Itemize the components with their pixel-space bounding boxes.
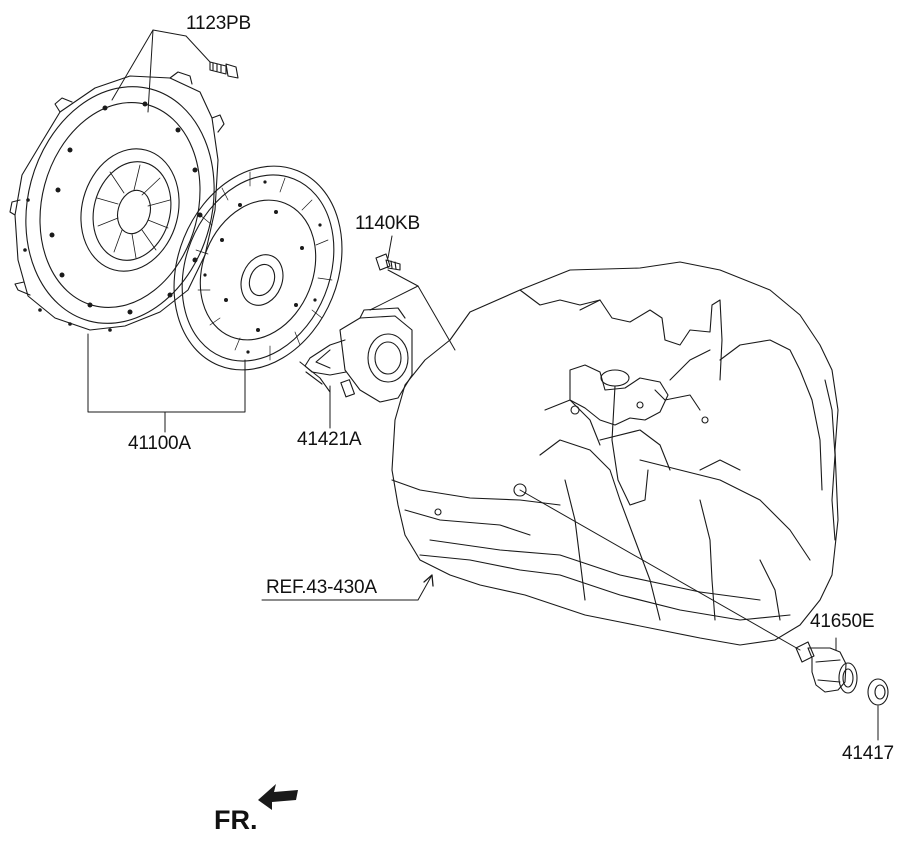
release-bearing xyxy=(299,307,413,403)
label-1123pb: 1123PB xyxy=(186,13,252,34)
label-41421a: 41421A xyxy=(297,429,362,450)
label-41417: 41417 xyxy=(842,743,894,764)
bolt-1140kb xyxy=(375,253,401,271)
clutch-disc xyxy=(173,165,343,371)
front-arrow-icon xyxy=(258,784,298,810)
label-front: FR. xyxy=(214,805,258,835)
label-41100a: 41100A xyxy=(128,433,191,454)
pressure-plate xyxy=(9,71,225,332)
bolt-1123pb xyxy=(209,61,239,79)
gasket xyxy=(867,678,889,706)
label-41650e: 41650E xyxy=(810,611,875,632)
label-1140kb: 1140KB xyxy=(355,213,421,234)
clutch-switch xyxy=(795,641,858,694)
label-reference: REF.43-430A xyxy=(266,577,377,598)
transmission-housing xyxy=(391,261,839,646)
leader-lines xyxy=(87,29,879,741)
